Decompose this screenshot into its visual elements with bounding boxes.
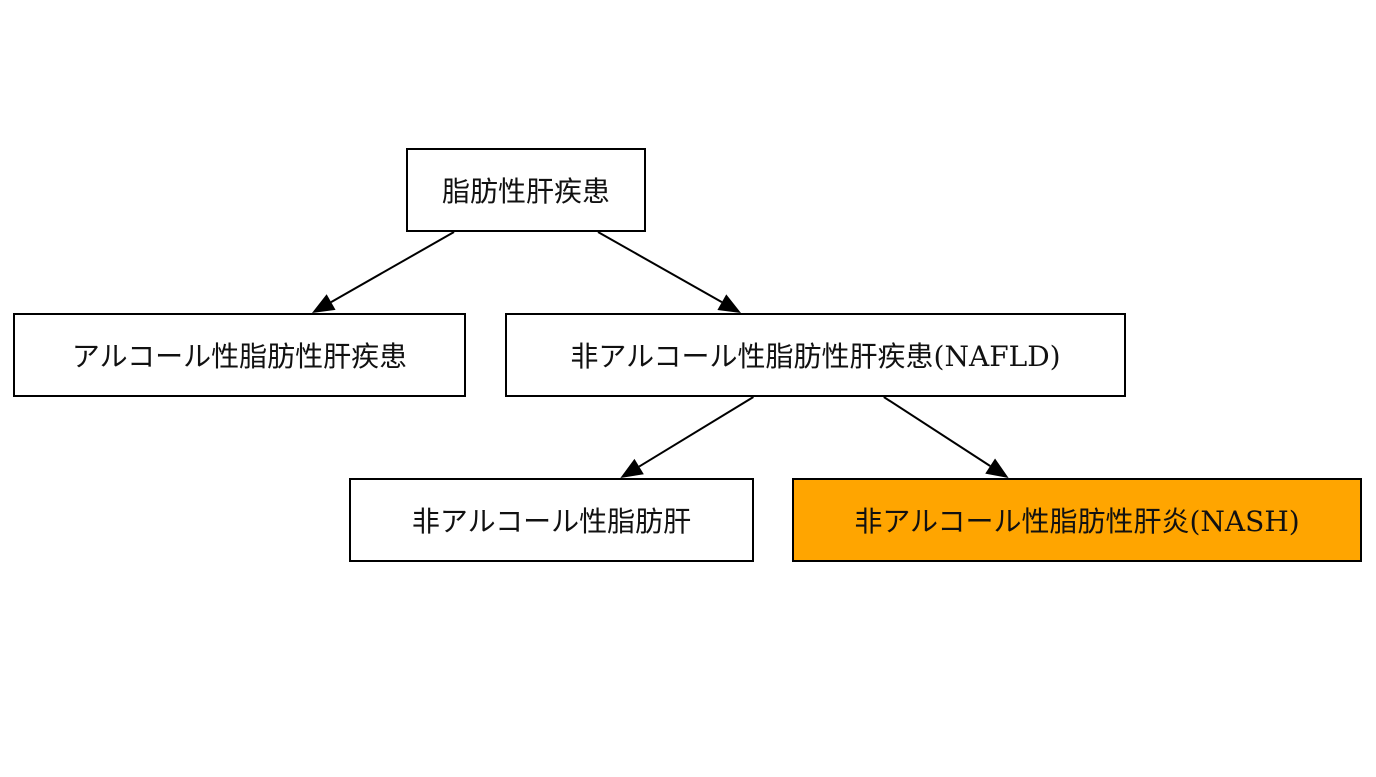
arrowhead-icon (717, 294, 741, 313)
node-fatty-liver-disease: 脂肪性肝疾患 (406, 148, 646, 232)
node-label: 非アルコール性脂肪性肝炎(NASH) (854, 505, 1300, 538)
edge-arrow-nafld-to-nafl (638, 396, 754, 468)
node-nash: 非アルコール性脂肪性肝炎(NASH) (792, 478, 1362, 562)
arrowhead-icon (985, 458, 1009, 478)
edge-arrow-nafld-to-nash (883, 396, 991, 467)
node-label: 非アルコール性脂肪性肝疾患(NAFLD) (570, 340, 1061, 373)
node-nafl: 非アルコール性脂肪肝 (349, 478, 754, 562)
node-nafld: 非アルコール性脂肪性肝疾患(NAFLD) (505, 313, 1126, 397)
node-label: アルコール性脂肪性肝疾患 (71, 340, 408, 373)
node-label: 非アルコール性脂肪肝 (411, 505, 692, 538)
edge-arrow-root-to-nafld (597, 231, 723, 304)
edge-group (311, 231, 1009, 478)
node-label: 脂肪性肝疾患 (441, 175, 610, 208)
node-alcoholic-fatty-liver-disease: アルコール性脂肪性肝疾患 (13, 313, 466, 397)
edge-arrow-root-to-alcoholic (330, 231, 455, 303)
arrowhead-icon (620, 458, 644, 478)
arrowhead-icon (311, 294, 336, 313)
